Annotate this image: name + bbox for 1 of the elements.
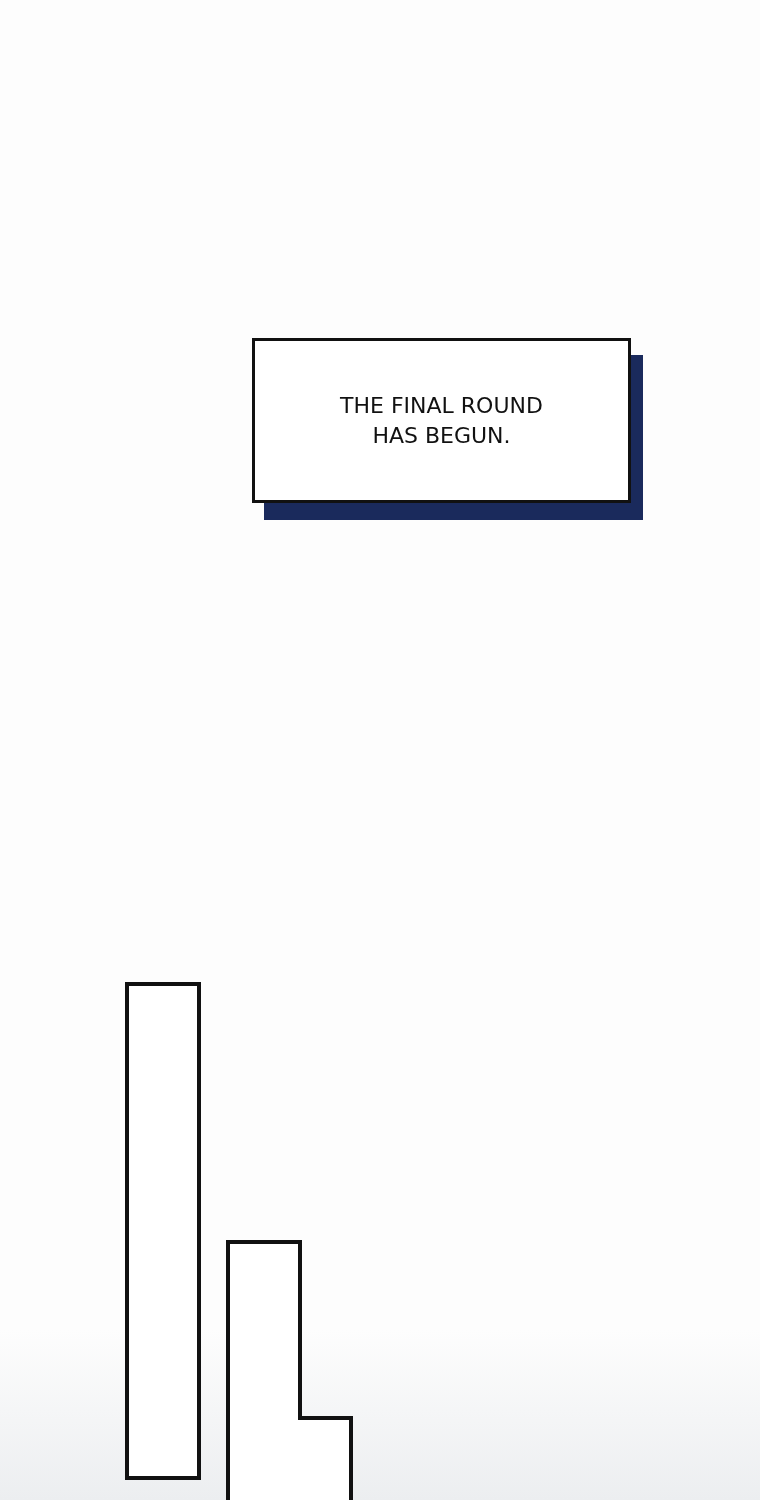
caption-text: THE FINAL ROUND HAS BEGUN. (339, 391, 544, 450)
